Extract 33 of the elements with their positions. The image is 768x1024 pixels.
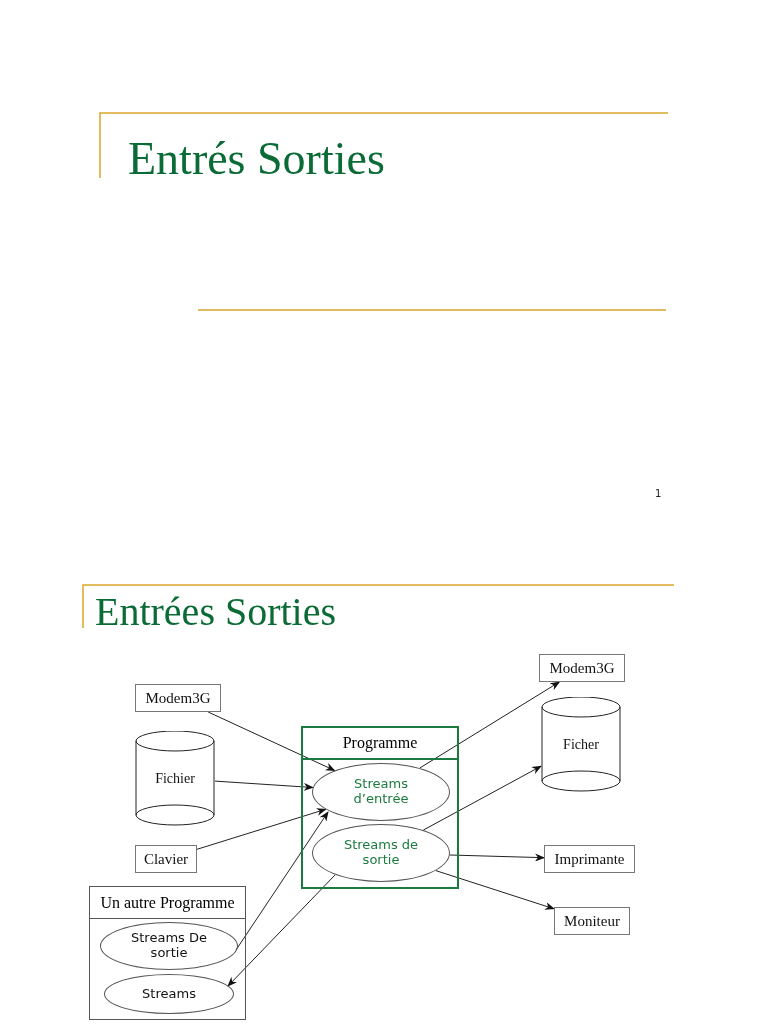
device-box (539, 654, 625, 682)
device-label: Modem3G (145, 689, 211, 707)
device-label: Moniteur (564, 912, 620, 930)
device-box (554, 907, 630, 935)
arrow (207, 711, 336, 771)
device-label: Imprimante (554, 850, 625, 868)
stream-label: Streams (142, 986, 196, 1002)
file-cylinder (541, 697, 621, 792)
device-label: Clavier (143, 850, 189, 868)
slide-title: Entrés Sorties (128, 132, 385, 185)
arrow (227, 874, 336, 987)
device-box (544, 845, 635, 873)
stream-label: Streams De sortie (130, 931, 208, 961)
stream-label: Streams d’entrée (352, 777, 410, 807)
page-number: 1 (655, 488, 662, 499)
arrow (422, 765, 542, 831)
arrow (419, 681, 561, 769)
file-label: Ficher (563, 736, 599, 753)
program-container (89, 886, 246, 1020)
arrow (214, 780, 314, 791)
arrow (449, 853, 545, 862)
device-box (135, 684, 221, 712)
stream-label: Streams de sortie (342, 838, 420, 868)
container-heading: Programme (303, 728, 457, 760)
program-container (301, 726, 459, 889)
device-box (135, 845, 197, 873)
slide-title: Entrées Sorties (95, 588, 337, 635)
container-heading: Un autre Programme (90, 887, 245, 919)
file-label: Fichier (155, 770, 195, 787)
arrow (196, 808, 327, 850)
device-label: Modem3G (549, 659, 615, 677)
arrow (435, 870, 555, 910)
file-cylinder (135, 731, 215, 826)
